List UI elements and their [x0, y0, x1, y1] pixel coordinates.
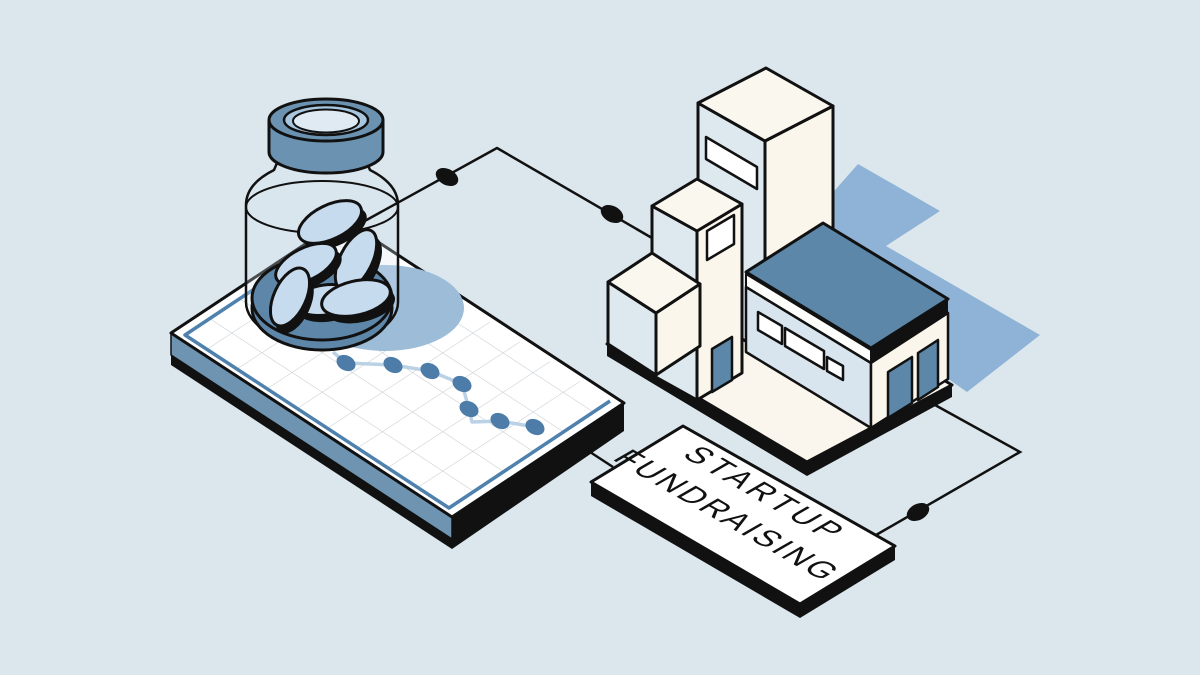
building-window-1: [756, 310, 784, 346]
medium-tower-window: [705, 213, 736, 262]
label-card-face: [589, 424, 897, 606]
roof-edge-shadow: [871, 299, 948, 362]
board-edge-dark: [452, 403, 624, 549]
coin-jar-icon: [244, 97, 653, 352]
jar-lid: [267, 97, 385, 175]
connector-board-to-label: [589, 450, 614, 469]
low-building: [606, 251, 702, 377]
trend-dots: [336, 354, 545, 436]
connector-node: [906, 502, 930, 522]
low-building-top-face: [606, 251, 702, 315]
office-buildings-icon: [605, 66, 954, 476]
blue-roof-building: [744, 221, 950, 430]
building-window-3: [825, 355, 845, 382]
tall-tower-window: [704, 135, 759, 191]
platform-edge: [607, 344, 952, 476]
building-window-2: [783, 326, 826, 371]
connector-node: [600, 204, 624, 224]
connector-buildings-to-label: [875, 403, 1023, 537]
tall-tower-top-face: [696, 66, 835, 143]
medium-tower-door: [710, 335, 734, 394]
building-door-2: [916, 338, 940, 402]
connector-jar-to-buildings: [351, 146, 653, 240]
building-door-1: [886, 355, 914, 420]
connector-node: [435, 167, 459, 187]
building-roof: [744, 221, 950, 350]
medium-tower-top-face: [650, 177, 744, 233]
coins: [268, 199, 396, 334]
